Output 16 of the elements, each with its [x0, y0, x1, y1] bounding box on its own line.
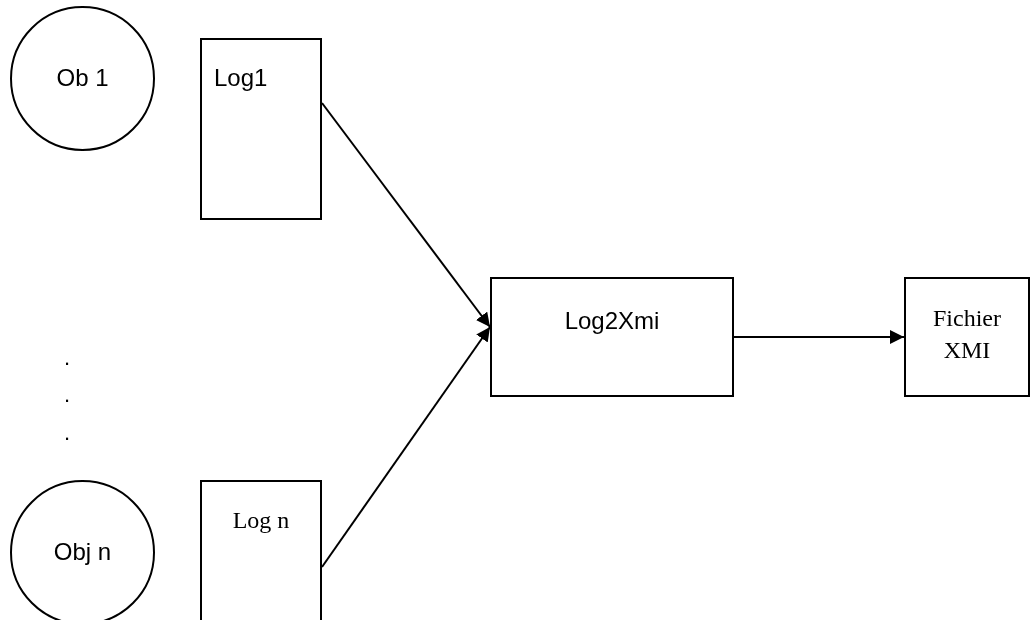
process-box: [904, 277, 1030, 397]
node-label: Fichier XMI: [932, 303, 1002, 365]
node-label: Ob 1: [56, 63, 109, 94]
process-box: [200, 480, 322, 620]
arrow: [321, 102, 491, 328]
ellipsis-dot: .: [64, 345, 71, 371]
process-box: [490, 277, 734, 397]
arrow: [733, 330, 905, 344]
node-label: Log n: [232, 506, 290, 535]
ellipsis-dot: .: [64, 420, 71, 446]
node-label: Obj n: [53, 537, 112, 568]
ellipsis-dot: .: [64, 382, 71, 408]
node-label: Log1: [214, 63, 268, 93]
process-box: [200, 38, 322, 220]
arrow: [321, 326, 491, 568]
node-label: Log2Xmi: [564, 306, 660, 336]
